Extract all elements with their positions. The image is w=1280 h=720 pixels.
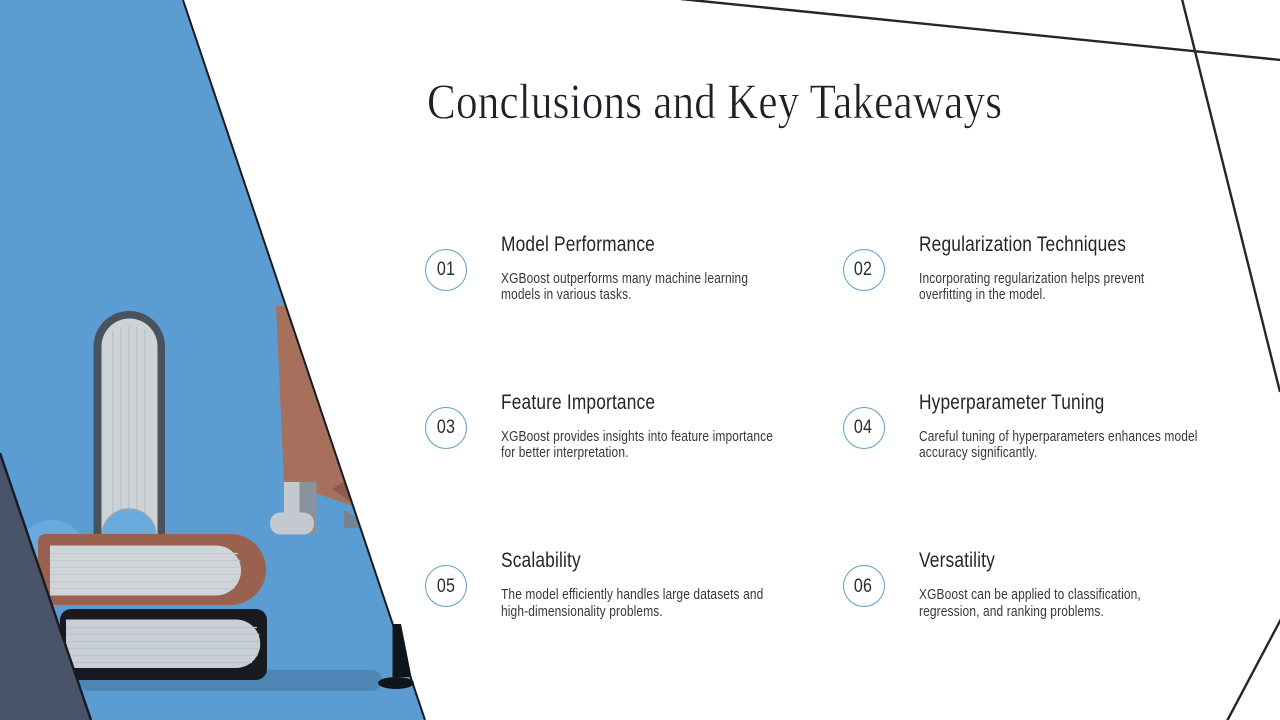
takeaway-item-4: 04 Hyperparameter Tuning Careful tuning … — [842, 392, 1243, 517]
item-number: 01 — [436, 258, 456, 281]
item-number-badge: 02 — [842, 249, 885, 291]
brown-book — [38, 534, 266, 605]
blue-panel-outline — [182, 0, 426, 720]
slide-title: Conclusions and Key Takeaways — [427, 74, 1003, 129]
item-number: 03 — [436, 416, 456, 439]
decorative-lines — [680, 0, 1280, 720]
item-description: Incorporating regularization helps preve… — [918, 270, 1144, 304]
gray-leg — [270, 482, 317, 535]
item-number: 04 — [854, 416, 873, 439]
item-number: 02 — [854, 258, 873, 281]
bump-behind-book — [101, 508, 157, 537]
table-leg — [378, 624, 414, 689]
takeaway-item-3: 03 Feature Importance XGBoost provides i… — [425, 392, 825, 517]
diagonal-line-top — [680, 0, 1280, 62]
takeaway-item-2: 02 Regularization Techniques Incorporati… — [842, 234, 1243, 359]
item-number-badge: 01 — [425, 249, 467, 291]
item-title: Feature Importance — [501, 390, 656, 414]
takeaway-item-6: 06 Versatility XGBoost can be applied to… — [842, 550, 1243, 675]
item-number-badge: 06 — [842, 565, 885, 608]
standing-book — [93, 310, 165, 558]
item-number-badge: 05 — [425, 565, 467, 608]
item-title: Versatility — [918, 549, 995, 572]
diagonal-line-bottom-right — [1226, 618, 1280, 720]
item-title: Hyperparameter Tuning — [918, 390, 1104, 414]
item-title: Regularization Techniques — [918, 232, 1126, 256]
takeaway-item-5: 05 Scalability The model efficiently han… — [425, 550, 825, 675]
navy-corner-triangle — [0, 452, 93, 720]
item-number-badge: 03 — [425, 407, 467, 450]
takeaway-item-1: 01 Model Performance XGBoost outperforms… — [425, 234, 825, 359]
black-book — [60, 609, 267, 680]
item-number: 05 — [436, 574, 456, 597]
item-description: XGBoost can be applied to classification… — [918, 587, 1141, 620]
item-description: XGBoost provides insights into feature i… — [501, 428, 774, 462]
item-title: Scalability — [501, 549, 581, 572]
item-title: Model Performance — [501, 232, 655, 256]
item-description: The model efficiently handles large data… — [501, 587, 764, 620]
item-number: 06 — [854, 574, 873, 597]
item-description: Careful tuning of hyperparameters enhanc… — [918, 428, 1198, 462]
diagonal-line-right — [1181, 0, 1280, 393]
item-description: XGBoost outperforms many machine learnin… — [501, 270, 749, 304]
item-number-badge: 04 — [842, 407, 885, 450]
